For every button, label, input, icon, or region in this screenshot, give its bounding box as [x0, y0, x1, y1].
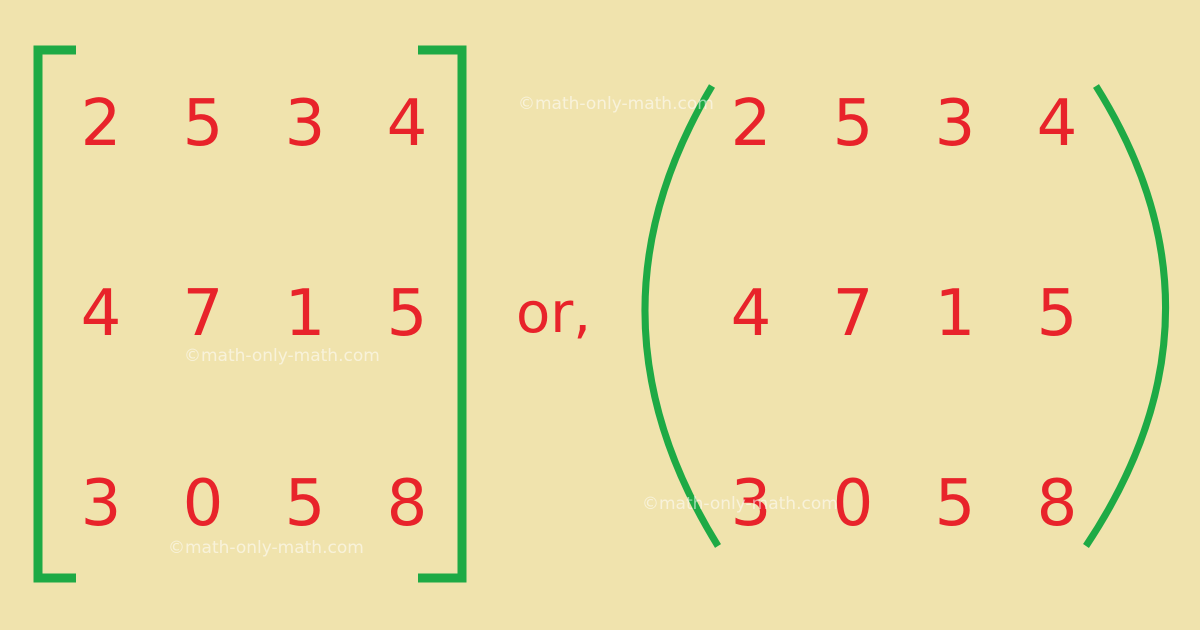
matrix-entry: 7 [832, 277, 874, 351]
matrix-entry: 3 [730, 467, 772, 541]
matrix-entry: 5 [1036, 277, 1078, 351]
matrix-entry: 8 [386, 467, 428, 541]
matrix-entry: 3 [934, 87, 976, 161]
watermark-text: ©math-only-math.com [642, 494, 838, 514]
matrix-entry: 3 [284, 87, 326, 161]
matrix-entry: 8 [1036, 467, 1078, 541]
matrix-entry: 1 [284, 277, 326, 351]
right-parenthesis-icon [1083, 84, 1170, 548]
matrix-entry: 5 [386, 277, 428, 351]
left-parenthesis-icon [641, 84, 721, 548]
matrix-entry: 0 [832, 467, 874, 541]
right-square-bracket-icon [418, 45, 467, 583]
matrix-entry: 1 [934, 277, 976, 351]
matrix-entry: 4 [80, 277, 122, 351]
left-square-bracket-icon [33, 45, 76, 583]
watermark-text: ©math-only-math.com [168, 538, 364, 558]
matrix-entry: 7 [182, 277, 224, 351]
matrix-entry: 3 [80, 467, 122, 541]
matrix-entry: 4 [386, 87, 428, 161]
matrix-entry: 5 [182, 87, 224, 161]
matrix-entry: 4 [730, 277, 772, 351]
matrix-entry: 2 [730, 87, 772, 161]
watermark-text: ©math-only-math.com [184, 346, 380, 366]
matrix-entry: 5 [284, 467, 326, 541]
matrix-entry: 2 [80, 87, 122, 161]
matrix-entry: 0 [182, 467, 224, 541]
watermark-text: ©math-only-math.com [518, 94, 714, 114]
matrix-entry: 5 [832, 87, 874, 161]
separator-text: or, [516, 281, 592, 346]
matrix-entry: 5 [934, 467, 976, 541]
matrix-entry: 4 [1036, 87, 1078, 161]
